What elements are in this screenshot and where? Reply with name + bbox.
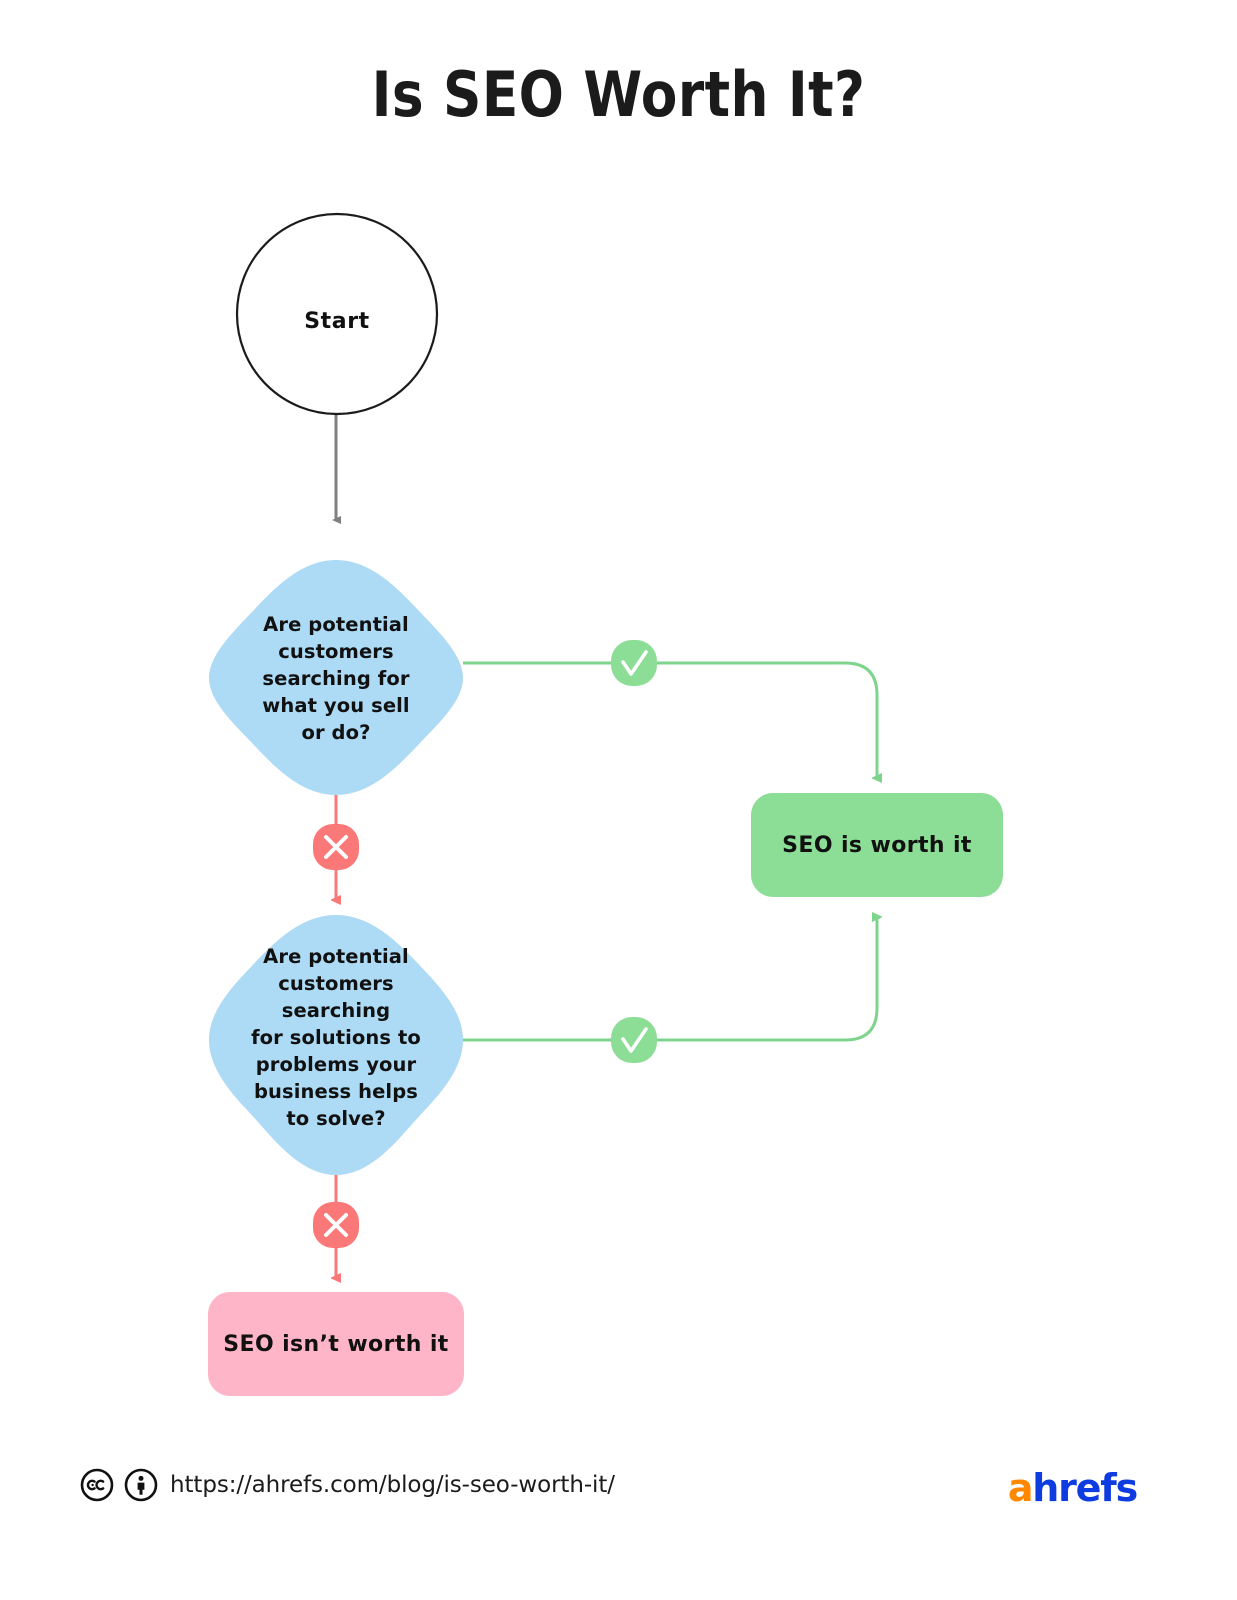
- cross-badge-decision-2[interactable]: [313, 1202, 359, 1248]
- creative-commons-icon: [80, 1468, 114, 1502]
- check-badge-decision-2[interactable]: [611, 1017, 657, 1063]
- source-url[interactable]: https://ahrefs.com/blog/is-seo-worth-it/: [170, 1472, 615, 1498]
- cross-icon: [324, 1213, 348, 1237]
- node-start[interactable]: [235, 212, 439, 416]
- edge-decision-1-yes: [463, 661, 877, 778]
- node-outcome-yes[interactable]: [751, 793, 1003, 897]
- footer: https://ahrefs.com/blog/is-seo-worth-it/…: [0, 1462, 1237, 1532]
- cross-badge-decision-1[interactable]: [313, 824, 359, 870]
- cross-icon: [324, 835, 348, 859]
- page-title: Is SEO Worth It?: [371, 58, 866, 131]
- check-icon: [621, 1027, 648, 1053]
- flowchart-canvas: [208, 212, 1003, 1396]
- node-decision-2[interactable]: [209, 915, 463, 1175]
- ahrefs-logo-rest: hrefs: [1032, 1466, 1138, 1510]
- footer-attribution: https://ahrefs.com/blog/is-seo-worth-it/: [80, 1468, 615, 1502]
- ahrefs-logo[interactable]: ahrefs: [1007, 1466, 1138, 1510]
- edge-decision-2-yes: [463, 917, 877, 1042]
- creative-commons-by-icon: [124, 1468, 158, 1502]
- node-outcome-no[interactable]: [208, 1292, 464, 1396]
- check-icon: [621, 650, 648, 676]
- cc-icon-group: [80, 1468, 158, 1502]
- check-badge-decision-1[interactable]: [611, 640, 657, 686]
- ahrefs-logo-a: a: [1007, 1466, 1034, 1510]
- node-decision-1[interactable]: [209, 560, 463, 795]
